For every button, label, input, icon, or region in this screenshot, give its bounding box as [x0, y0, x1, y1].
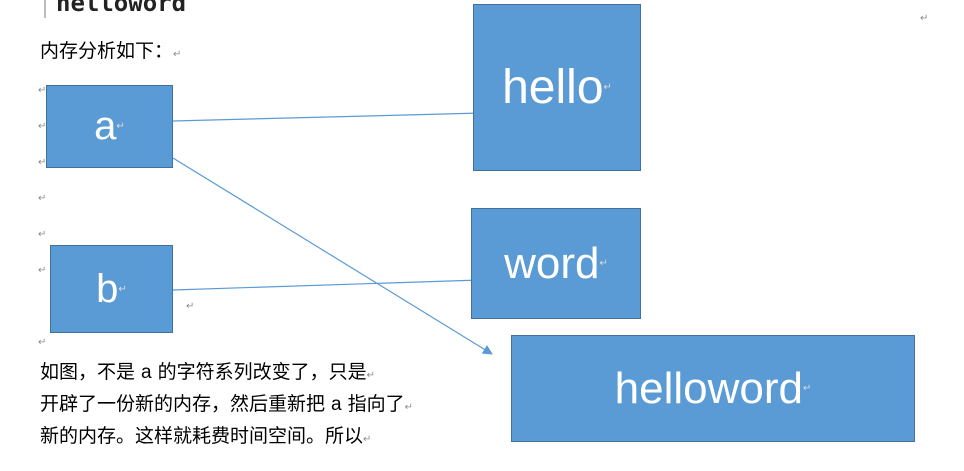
- paragraph-mark: ↵: [366, 370, 376, 381]
- string-hello-label: hello: [502, 61, 604, 114]
- paragraph-mark: ↵: [38, 229, 47, 240]
- paragraph-mark: ↵: [603, 82, 612, 93]
- explanation-line-1: 如图，不是 a 的字符系列改变了，只是↵: [40, 358, 413, 390]
- explanation-text: 指向了: [341, 393, 405, 415]
- arrow-b-to-word: [172, 275, 481, 291]
- arrow-a-to-hello: [172, 108, 483, 122]
- string-helloword-box: helloword↵: [511, 335, 915, 442]
- paragraph-mark: ↵: [38, 121, 47, 132]
- explanation-line-3: 新的内存。这样就耗费时间空间。所以↵: [40, 422, 413, 454]
- explanation-text: 如图，不是: [40, 361, 142, 383]
- explanation-text: 开辟了一份新的内存，然后重新把: [40, 393, 332, 415]
- paragraph-mark: ↵: [116, 121, 125, 132]
- variable-a-box: a↵: [46, 85, 173, 168]
- arrow-a-to-helloword: [172, 157, 493, 355]
- explanation-paragraph: 如图，不是 a 的字符系列改变了，只是↵ 开辟了一份新的内存，然后重新把 a 指…: [40, 358, 413, 454]
- paragraph-mark: ↵: [38, 85, 47, 96]
- paragraph-mark: ↵: [173, 49, 182, 60]
- string-helloword-label: helloword: [614, 363, 803, 413]
- paragraph-mark: ↵: [38, 265, 47, 276]
- paragraph-mark: ↵: [363, 434, 372, 445]
- paragraph-mark: ↵: [118, 283, 127, 295]
- string-word-box: word↵: [471, 208, 641, 319]
- variable-b-box: b↵: [50, 245, 173, 333]
- explanation-line-2: 开辟了一份新的内存，然后重新把 a 指向了↵: [40, 390, 413, 422]
- variable-a-label: a: [94, 104, 117, 148]
- explanation-text: 新的内存。这样就耗费时间空间。所以: [40, 425, 364, 447]
- code-snippet-text: helloword: [56, 0, 187, 17]
- memory-analysis-heading: 内存分析如下：↵: [40, 38, 181, 68]
- variable-ref: a: [141, 362, 152, 383]
- paragraph-mark: ↵: [599, 258, 608, 269]
- variable-ref: a: [331, 394, 342, 415]
- paragraph-mark: ↵: [404, 402, 414, 413]
- string-word-label: word: [504, 238, 600, 288]
- heading-text: 内存分析如下：: [40, 40, 174, 62]
- paragraph-mark: ↵: [186, 301, 195, 312]
- paragraph-mark: ↵: [38, 193, 47, 204]
- code-snippet: helloword: [44, 0, 186, 18]
- paragraph-mark: ↵: [802, 383, 812, 394]
- paragraph-mark: ↵: [38, 157, 47, 168]
- explanation-text: 的字符系列改变了，只是: [151, 361, 367, 383]
- paragraph-mark: ↵: [38, 337, 47, 348]
- variable-b-label: b: [96, 266, 119, 311]
- string-hello-box: hello↵: [473, 4, 641, 171]
- paragraph-mark: ↵: [920, 13, 929, 24]
